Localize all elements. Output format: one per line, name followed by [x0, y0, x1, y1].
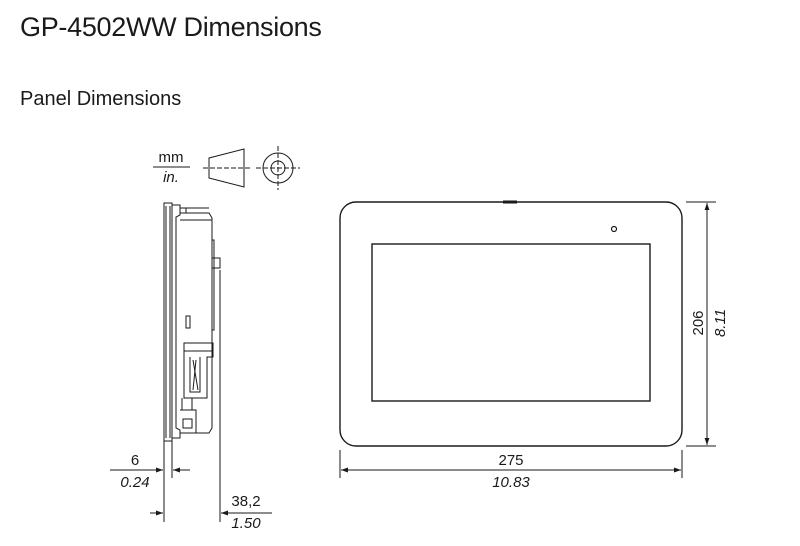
page-title: GP-4502WW Dimensions	[20, 12, 322, 42]
thickness-in-label: 0.24	[120, 474, 149, 491]
status-led-icon	[610, 225, 618, 233]
unit-mm-label: mm	[159, 149, 184, 166]
width-dimension	[339, 450, 683, 478]
depth-in-label: 1.50	[231, 515, 261, 532]
side-view	[163, 202, 221, 442]
units-legend: mm in.	[153, 149, 190, 186]
display-area	[371, 243, 651, 402]
third-angle-projection-icon	[203, 146, 300, 190]
thickness-mm-label: 6	[131, 452, 139, 469]
height-dimension	[686, 201, 716, 447]
front-view	[339, 200, 683, 447]
depth-mm-label: 38,2	[231, 493, 260, 510]
width-in-label: 10.83	[492, 474, 530, 491]
section-title: Panel Dimensions	[20, 88, 182, 110]
width-mm-label: 275	[498, 452, 523, 469]
depth-dimension	[150, 270, 272, 522]
height-in-label: 8.11	[712, 309, 729, 337]
thickness-dimension	[110, 441, 190, 478]
height-mm-label: 206	[690, 310, 707, 335]
panel-bezel	[339, 201, 683, 447]
unit-in-label: in.	[163, 169, 179, 186]
